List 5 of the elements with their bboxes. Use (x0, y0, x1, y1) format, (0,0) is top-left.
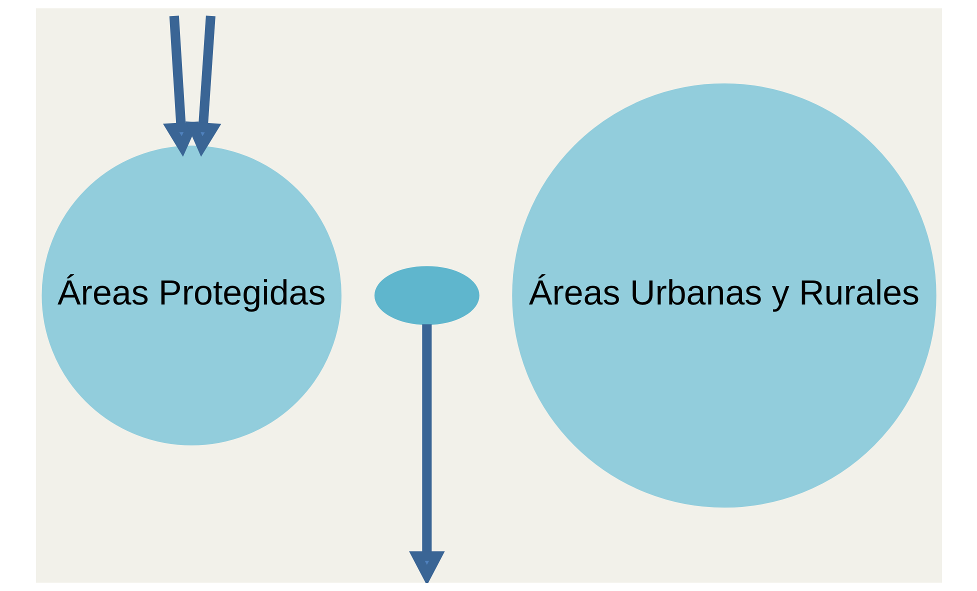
node-ellipse (374, 266, 479, 325)
node-circle: Áreas Urbanas y Rurales (512, 83, 936, 508)
node-circle: Áreas Protegidas (41, 146, 341, 446)
arrow (408, 324, 444, 583)
arrow (162, 16, 221, 157)
